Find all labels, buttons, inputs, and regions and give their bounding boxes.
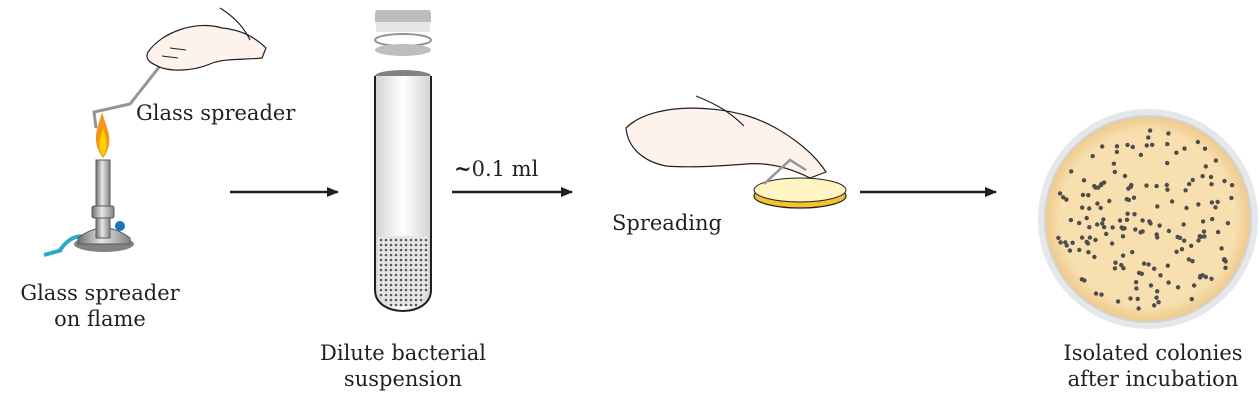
isolated-line2: after incubation xyxy=(1067,367,1239,391)
spreader-on-flame-line1: Glass spreader xyxy=(20,281,180,305)
dilute-line1: Dilute bacterial xyxy=(320,341,486,365)
volume-label: ~0.1 ml xyxy=(454,156,538,182)
spreader-on-flame-label: Glass spreader on flame xyxy=(2,280,198,332)
spreading-hand-icon xyxy=(625,95,847,209)
glass-spreader-label: Glass spreader xyxy=(136,101,296,125)
dilute-line2: suspension xyxy=(343,367,463,391)
bunsen-burner-icon xyxy=(43,112,134,257)
isolated-line1: Isolated colonies xyxy=(1063,341,1243,365)
isolated-colonies-label: Isolated colonies after incubation xyxy=(1050,340,1256,392)
volume-value: 0.1 ml xyxy=(471,157,539,181)
glass-spreader-icon xyxy=(92,65,162,129)
test-tube-icon xyxy=(374,10,432,312)
spreading-label: Spreading xyxy=(612,211,722,235)
volume-prefix: ~ xyxy=(454,156,472,181)
dilute-suspension-label: Dilute bacterial suspension xyxy=(298,340,508,392)
spreader-on-flame-line2: on flame xyxy=(54,307,146,331)
hand-icon xyxy=(146,7,267,71)
petri-dish-icon xyxy=(1038,109,1258,329)
